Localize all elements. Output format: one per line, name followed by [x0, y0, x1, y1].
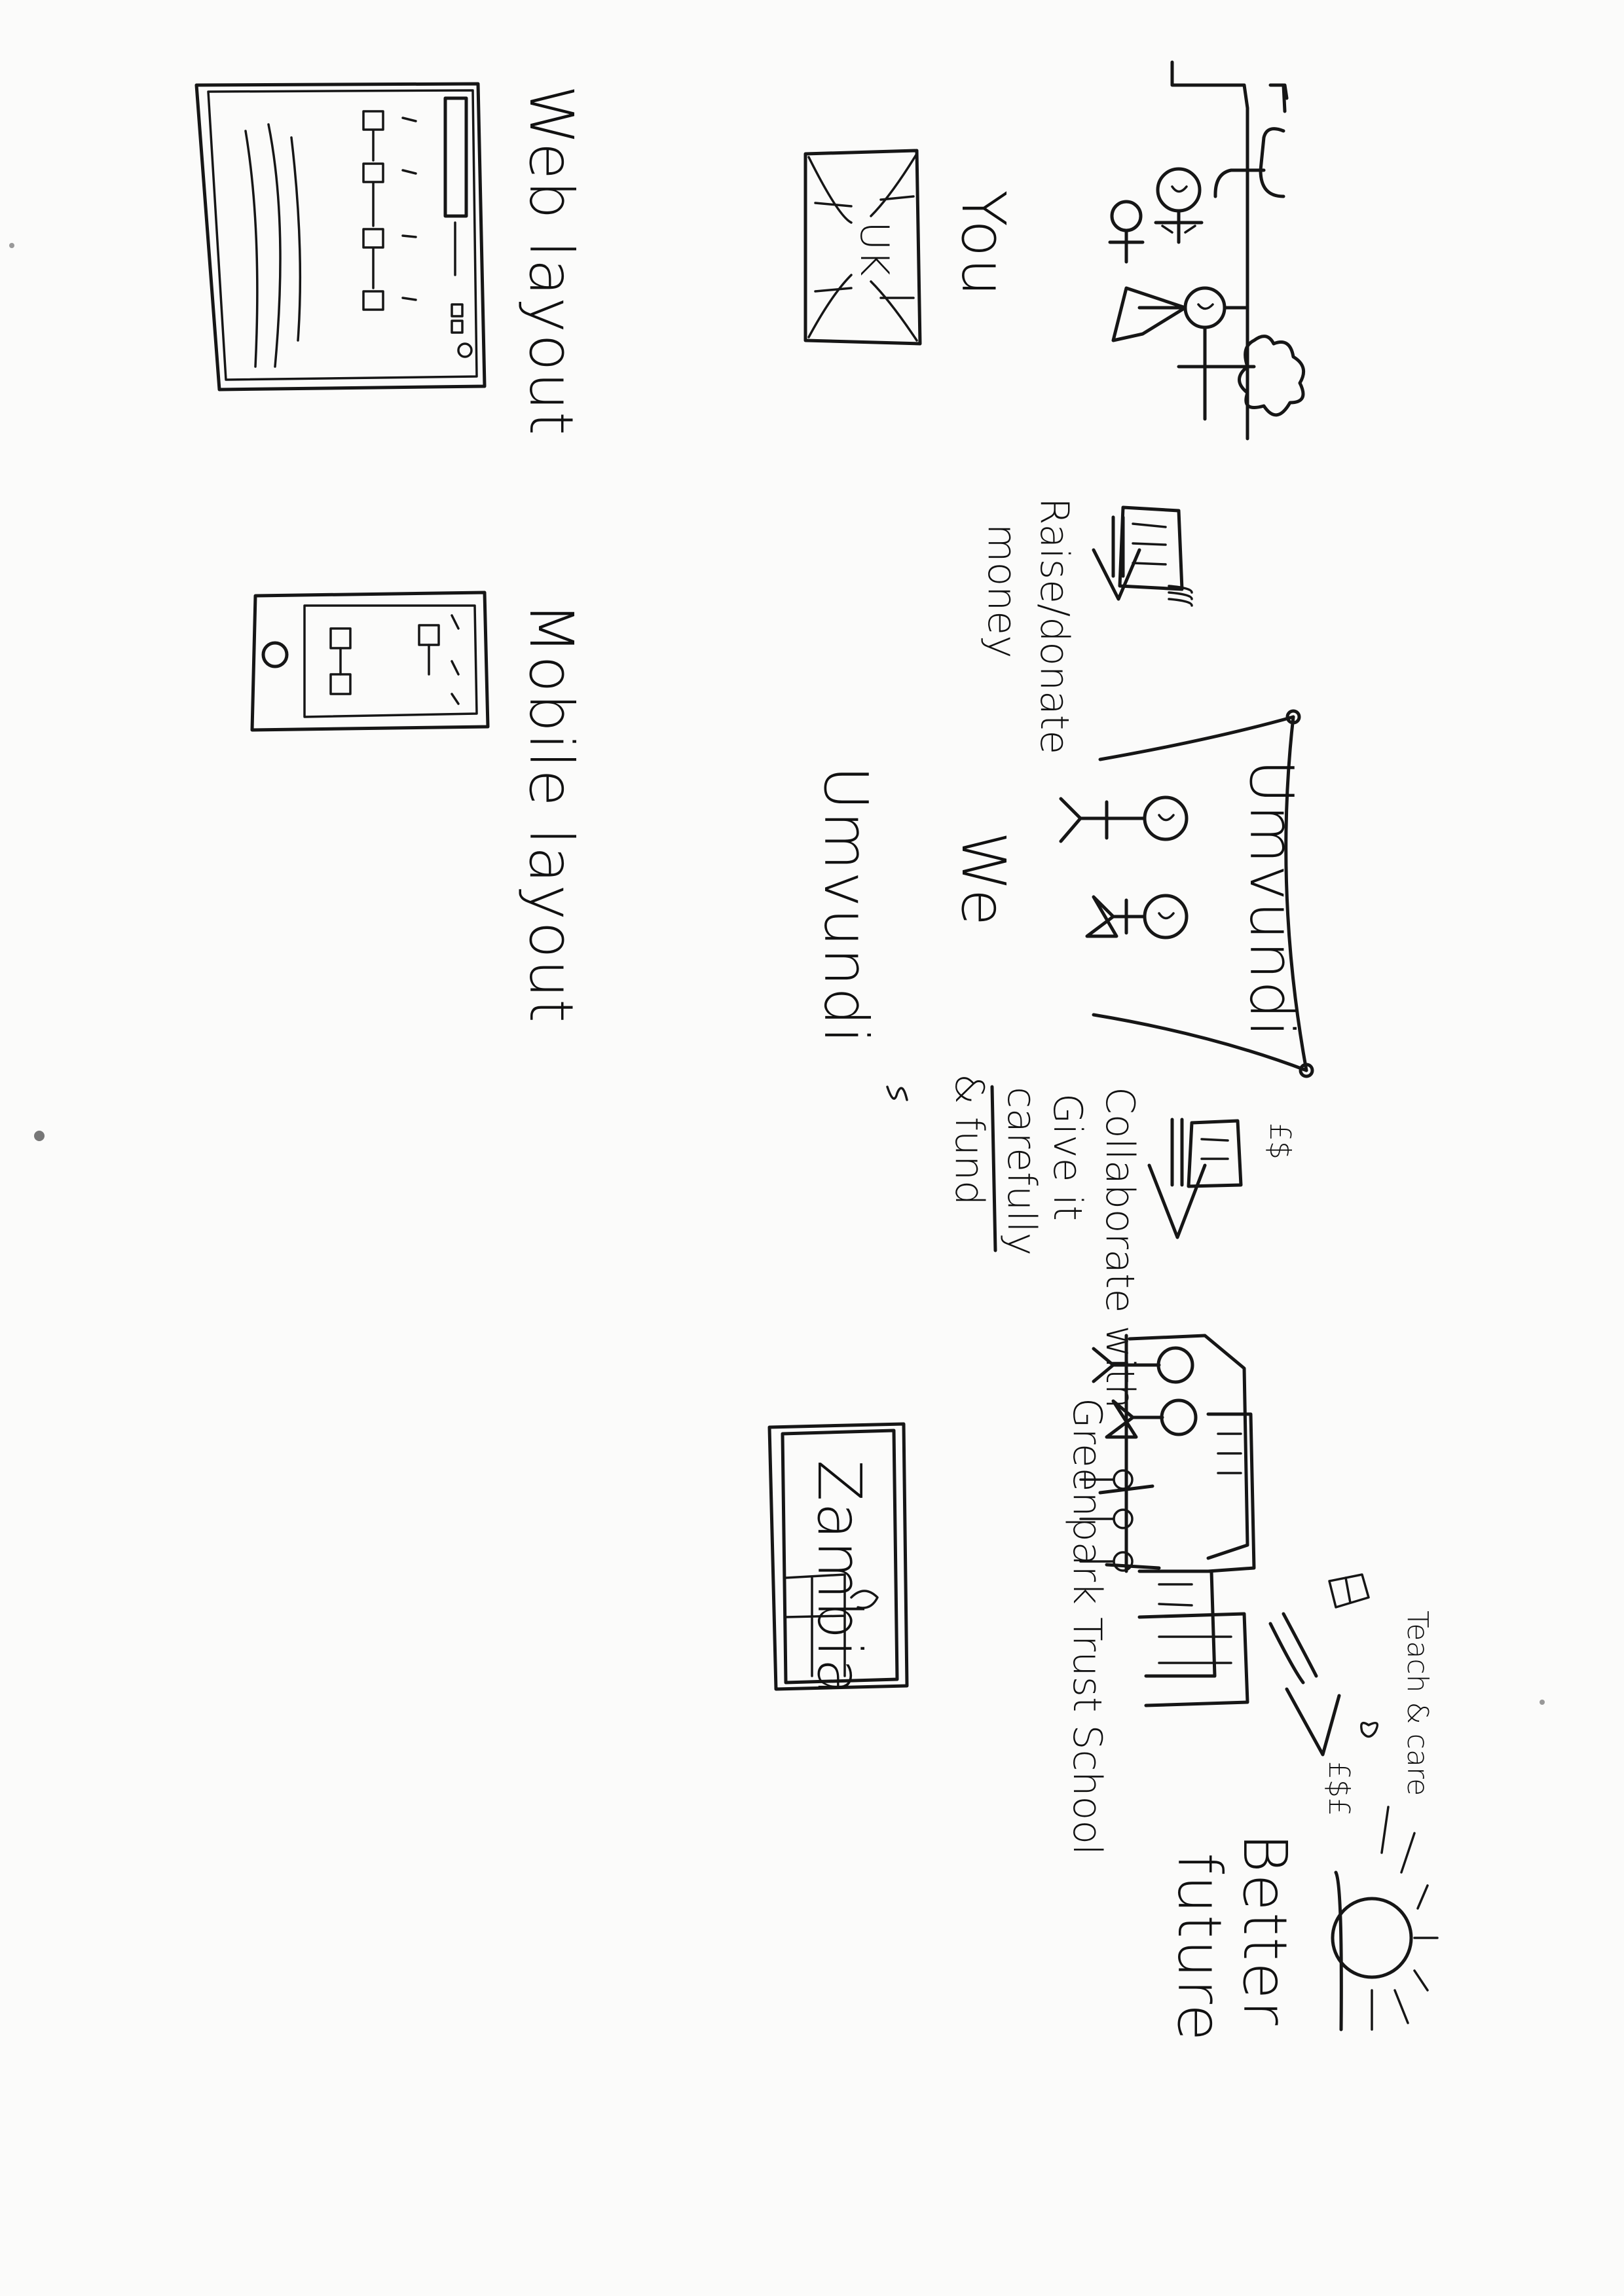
zambia-flag-icon: Zambia	[767, 1422, 909, 1696]
web-layout-label: Web layout	[516, 85, 586, 437]
currency-flow-1: £$	[1263, 1123, 1297, 1159]
sun-icon	[1331, 1806, 1439, 2032]
you-label: You	[948, 190, 1018, 298]
school-building-icon	[1079, 1334, 1256, 1707]
arrow-down-icon	[1092, 515, 1141, 601]
banner-icon: Umvundi	[1092, 709, 1314, 1078]
umvundi-banner-label: Umvundi	[1236, 759, 1306, 1038]
better-label: Better	[1230, 1833, 1300, 2026]
mobile-layout-label: Mobile layout	[516, 602, 586, 1024]
banknote-icon	[1118, 505, 1184, 591]
browser-window-icon	[194, 82, 487, 392]
give-it-label: Give it	[1044, 1093, 1090, 1221]
umvundi-label: Umvundi	[811, 766, 881, 1045]
paper-speck	[9, 243, 14, 248]
stick-family-icon	[1108, 60, 1289, 441]
zambia-label: Zambia	[804, 1460, 874, 1696]
tree-icon	[1229, 335, 1306, 417]
stick-family-icon	[1059, 795, 1189, 939]
currency-school: £$£	[1322, 1761, 1356, 1816]
greenpark-trust-school-label: Greenpark Trust School	[1064, 1398, 1110, 1855]
arrow-down-icon	[1147, 1118, 1207, 1239]
heart-icon	[1360, 1721, 1379, 1738]
future-label: future	[1164, 1853, 1234, 2042]
carefully-label: carefully	[999, 1087, 1044, 1256]
book-icon	[1328, 1573, 1370, 1609]
paper-speck	[1540, 1700, 1545, 1705]
and-fund-label: & fund	[946, 1074, 992, 1205]
coin-stack-icon	[1168, 585, 1193, 607]
banknote-icon	[1187, 1119, 1243, 1188]
money-label: money	[979, 524, 1025, 659]
we-label: We	[948, 831, 1018, 927]
collaborate-with-label: Collaborate with	[1097, 1087, 1143, 1409]
uk-label: UK	[851, 221, 897, 276]
paper-speck	[34, 1131, 45, 1141]
squiggle-mark	[886, 1085, 908, 1101]
uk-flag-icon: UK	[803, 149, 922, 346]
carefully-struck: carefully	[990, 1085, 1044, 1256]
phone-icon	[250, 591, 490, 732]
teach-care-label: Teach & care	[1401, 1611, 1434, 1796]
arrow-down-icon	[1268, 1612, 1341, 1757]
raise-donate-label: Raise/donate	[1031, 498, 1077, 754]
